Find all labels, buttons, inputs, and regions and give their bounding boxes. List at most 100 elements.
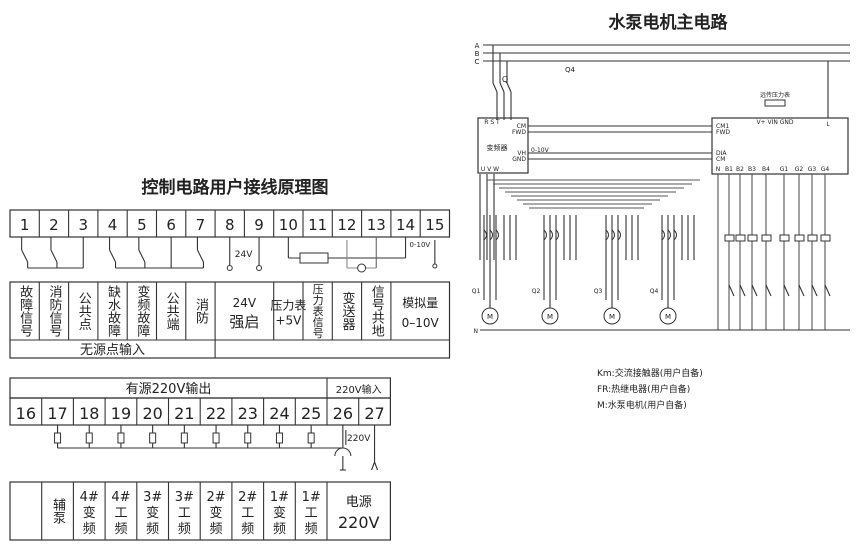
terminal-number: 14 [396,216,415,234]
fuse-icon [149,432,157,444]
output-label: 工 [114,506,127,521]
terminal-number: 10 [279,216,298,234]
breaker-label: Q4 [650,288,659,295]
phase-label: A [475,42,480,50]
pin-label: VH [517,150,526,157]
wire [50,249,58,263]
contactor-icon [605,229,609,241]
terminal-label: 强启 [229,313,259,331]
0-10v-label: 0-10V [410,241,431,249]
contactor-icon [543,229,547,241]
output-label: 频 [146,522,159,537]
terminal-number: 23 [238,404,258,423]
fuse-icon [85,432,93,444]
terminal-number: 15 [425,216,444,234]
fuse-icon [54,432,62,444]
control-title: 控制电路用户接线原理图 [142,177,329,198]
contactor-icon [611,229,615,241]
terminal-label: 公共点 [76,292,92,331]
wire [824,284,831,297]
motor-label: M [547,313,553,321]
terminal-number: 2 [49,216,59,234]
fuse-icon [307,432,315,444]
terminal-number: 13 [367,216,386,234]
output-label: 频 [305,522,318,537]
legend-item: M:水泵电机(用户自备) [597,399,687,411]
output-label: 1# [270,490,289,505]
terminal-number: 4 [108,216,118,234]
wire [138,249,146,263]
terminal-label: 24V [233,296,257,310]
output-label: 1# [302,490,321,505]
output-label: 变 [210,505,223,521]
fuse-icon [244,432,252,444]
gauge-label: 远传压力表 [760,91,790,99]
output-label: 频 [114,522,127,537]
fuse-icon [212,432,220,444]
legend-item: Km:交流接触器(用户自备) [597,367,703,379]
pin-label: U V W [481,166,499,173]
terminal-label: 0–10V [402,316,440,330]
fuse-icon [180,432,188,444]
wire [374,461,379,471]
breaker-label: Q3 [594,288,603,295]
terminal-label: 公共端 [164,292,180,331]
output-label: 变 [273,505,286,521]
output-label: 3# [175,490,194,505]
output-label: 电源 [346,495,372,510]
output-label: 工 [305,506,318,521]
24v-label: 24V [235,250,253,260]
crossover [334,447,352,457]
wire [196,249,204,263]
pin-label: B4 [762,166,770,173]
pin-label: B1 [725,166,733,173]
terminal-number: 26 [333,404,353,423]
output-header-label: 有源220V输出 [126,381,212,397]
legend: Km:交流接触器(用户自备) FR:热继电器(用户自备) M:水泵电机(用户自备… [597,367,703,411]
output-label: 变 [83,505,96,521]
output-label: 频 [83,522,96,537]
pin-label: L [826,121,830,128]
terminal-label: 消防信号 [46,285,62,337]
terminal-number: 25 [301,404,321,423]
wire [811,284,818,297]
terminal-number: 17 [47,404,67,423]
terminal-number: 27 [364,404,384,423]
inverter-box [477,117,529,174]
pin-label: CM [716,156,725,163]
output-label: 频 [273,522,286,537]
passive-input-label: 无源点输入 [80,342,145,358]
motor-label: M [609,313,615,321]
legend-item: FR:热继电器(用户自备) [597,383,690,395]
wire [783,284,790,297]
terminal-number: 21 [174,404,194,423]
pin-label: GND [512,156,526,163]
terminal-number: 11 [308,216,327,234]
resistor-icon [299,252,329,264]
breaker-label: Q2 [532,288,541,295]
terminal-label: 故障信号 [17,285,33,337]
wire [499,82,505,93]
phase-label: B [475,50,480,58]
breaker-label: Q4 [565,66,576,74]
wire [492,82,498,93]
terminal-number: 3 [78,216,88,234]
signal-label: 0-10V [531,147,550,154]
terminal-label: +5V [275,314,302,328]
wire [728,284,735,297]
motor-label: M [487,313,493,321]
relay-coil-icon [820,234,831,242]
relay-coil-icon [807,234,818,242]
output-label: 工 [241,506,254,521]
contactor-icon [489,229,493,241]
gauge-icon [357,263,367,273]
relay-coil-icon [735,234,746,242]
terminal-label: 变送器 [339,291,355,332]
contactor-icon [555,229,559,241]
output-label: 220V [338,513,380,532]
wire [798,284,805,297]
relay-coil-icon [747,234,758,242]
